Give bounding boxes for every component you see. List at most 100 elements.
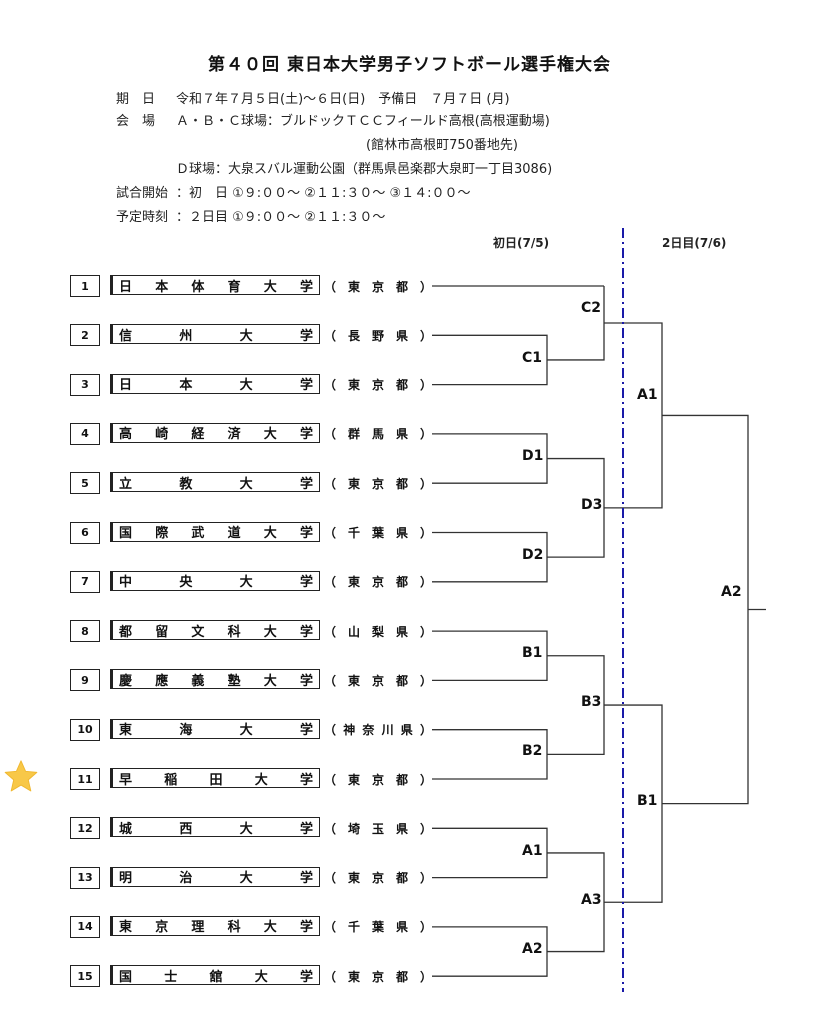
seed-number: 6 <box>70 521 100 544</box>
team-name-char: 州 <box>179 328 193 344</box>
bracket-line-a1 <box>604 322 663 509</box>
prefecture-char: （ <box>324 723 337 738</box>
prefecture-char: （ <box>324 575 337 590</box>
prefecture-char: 東 <box>347 673 360 688</box>
prefecture-char: （ <box>324 526 337 540</box>
prefecture-char: （ <box>324 969 337 984</box>
team-name-char: 育 <box>227 279 241 295</box>
prefecture-char: 葉 <box>371 526 384 540</box>
prefecture-char: 川 <box>381 723 394 738</box>
team-name-char: 学 <box>299 476 313 492</box>
star-icon <box>4 760 38 792</box>
match-b1-r1: B1 <box>522 645 543 661</box>
match-a3: A3 <box>581 892 602 908</box>
team-name: 東海大学 <box>110 718 320 739</box>
prefecture-char: 東 <box>347 279 360 294</box>
team-name-char: 大 <box>263 526 277 541</box>
team-name-char: 日 <box>119 378 133 394</box>
venue-value-2: Ｄ球場：大泉スバル運動公園（群馬県邑楽郡大泉町一丁目3086) <box>176 162 553 177</box>
prefecture-char: 県 <box>395 821 408 836</box>
prefecture-char: 都 <box>395 378 408 393</box>
team-name: 国士舘大学 <box>110 965 320 986</box>
team-name: 慶應義塾大学 <box>110 669 320 690</box>
team-name-char: 学 <box>299 821 313 837</box>
seed-number: 5 <box>70 472 100 495</box>
prefecture-char: 馬 <box>371 427 384 442</box>
team-name-char: 経 <box>191 427 205 443</box>
team-name-char: 信 <box>119 328 133 344</box>
team-name: 信州大学 <box>110 324 320 345</box>
team-prefecture: （東京都） <box>324 571 432 593</box>
team-name-char: 舘 <box>209 969 223 985</box>
prefecture-char: 東 <box>347 772 360 787</box>
team-name-char: 大 <box>239 821 253 837</box>
match-a2-final: A2 <box>721 584 742 600</box>
team-name-char: 学 <box>299 328 313 344</box>
team-name-char: 士 <box>164 969 178 985</box>
team-prefecture: （東京都） <box>324 472 432 494</box>
prefecture-char: 京 <box>371 378 384 393</box>
team-name-char: 理 <box>191 920 205 936</box>
team-name-char: 京 <box>155 920 169 936</box>
team-name-char: 高 <box>119 427 133 443</box>
prefecture-char: 神 <box>343 723 356 738</box>
team-name-char: 大 <box>263 279 277 295</box>
sched-value: ：２日目 ①９:００～ ②１１:３０～ <box>176 210 386 225</box>
prefecture-char: 山 <box>347 624 360 639</box>
team-name-char: 文 <box>191 624 205 640</box>
prefecture-char: 京 <box>371 969 384 984</box>
match-d2: D2 <box>522 547 544 563</box>
match-b1-r2: B1 <box>637 793 658 809</box>
seed-number: 13 <box>70 866 100 889</box>
team-name-char: 武 <box>191 526 205 541</box>
team-name-char: 学 <box>299 575 313 591</box>
prefecture-char: ） <box>419 526 432 540</box>
prefecture-char: ） <box>419 673 432 688</box>
team-prefecture: （千葉県） <box>324 522 432 544</box>
seed-number: 11 <box>70 768 100 790</box>
prefecture-char: 都 <box>395 575 408 590</box>
prefecture-char: （ <box>324 673 337 688</box>
team-name-char: 本 <box>155 279 169 295</box>
page-title: 第４０回 東日本大学男子ソフトボール選手権大会 <box>208 55 611 75</box>
prefecture-char: 京 <box>371 673 384 688</box>
prefecture-char: ） <box>419 378 432 393</box>
team-name-char: 大 <box>239 723 253 739</box>
team-name-char: 立 <box>119 476 133 492</box>
team-name-char: 田 <box>209 772 223 788</box>
seed-number: 10 <box>70 718 100 741</box>
prefecture-char: 埼 <box>347 821 360 836</box>
start-label: 試合開始 <box>116 186 169 201</box>
prefecture-char: （ <box>324 920 337 935</box>
prefecture-char: ） <box>419 427 432 442</box>
seed-number: 2 <box>70 324 100 347</box>
start-line: 試合開始：初 日 ①９:００～ ②１１:３０～ ③１４:００～ <box>116 182 471 201</box>
team-name: 中央大学 <box>110 570 320 591</box>
prefecture-char: 京 <box>371 279 384 294</box>
prefecture-char: 県 <box>395 328 408 343</box>
seed-number: 4 <box>70 422 100 445</box>
team-name-char: 科 <box>227 920 241 936</box>
team-name-char: 学 <box>299 427 313 443</box>
team-name-char: 学 <box>299 920 313 936</box>
team-name-char: 大 <box>239 575 253 591</box>
team-name-char: 大 <box>263 624 277 640</box>
team-name-char: 東 <box>119 723 133 739</box>
team-name-char: 学 <box>299 624 313 640</box>
team-name: 国際武道大学 <box>110 521 320 542</box>
prefecture-char: 県 <box>395 526 408 540</box>
team-name-char: 教 <box>179 476 193 492</box>
prefecture-char: 東 <box>347 378 360 393</box>
team-name-char: 際 <box>155 526 169 541</box>
team-name-char: 体 <box>191 279 205 295</box>
team-name-char: 国 <box>119 969 133 985</box>
seed-number: 14 <box>70 915 100 938</box>
day2-header: 2日目(7/6) <box>662 236 727 250</box>
prefecture-char: 京 <box>371 871 384 886</box>
team-name: 城西大学 <box>110 817 320 838</box>
bracket-line-final <box>662 414 749 805</box>
prefecture-char: 東 <box>347 969 360 984</box>
team-name-char: 学 <box>299 526 313 541</box>
prefecture-char: ） <box>419 821 432 836</box>
